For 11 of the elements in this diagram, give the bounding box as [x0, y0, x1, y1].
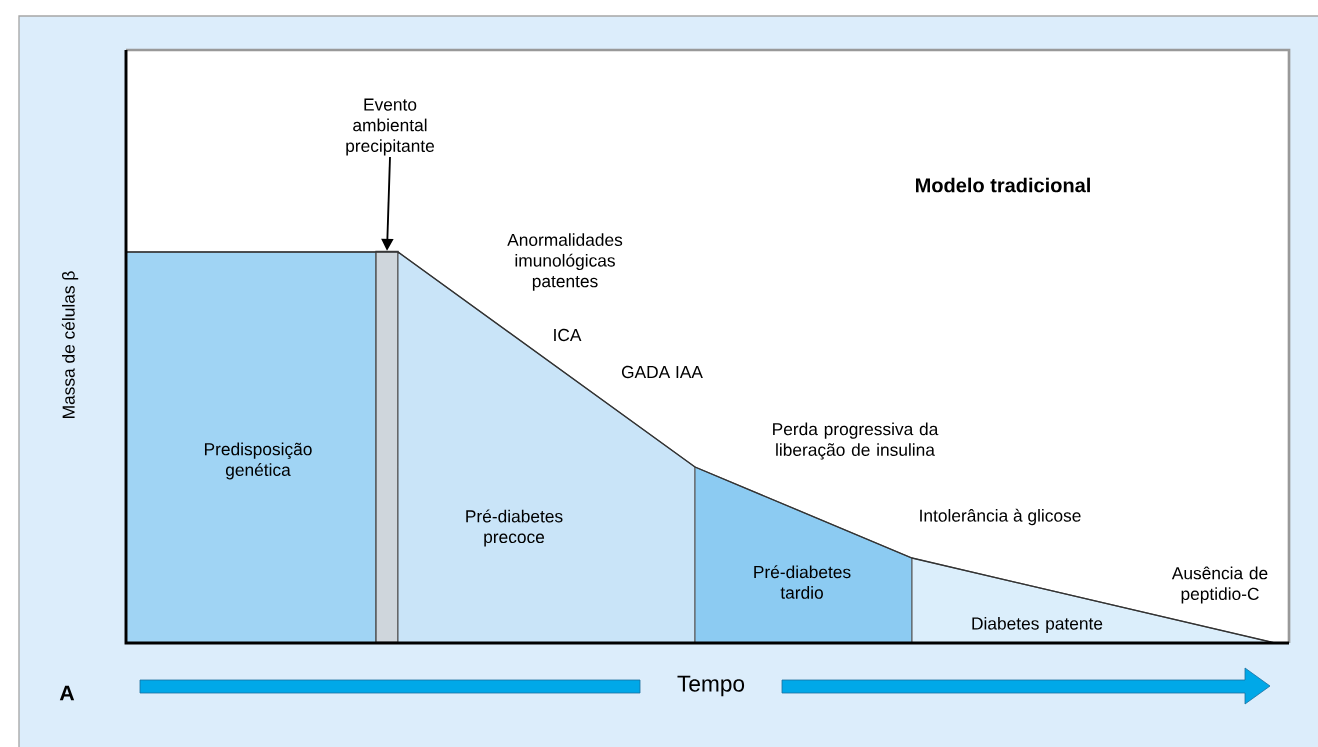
axis-label: Massa de células β	[61, 271, 79, 418]
chart-title: Modelo tradicional	[916, 177, 1090, 193]
stage-region: Pré-diabetes tardio	[694, 466, 913, 644]
axis-label: Tempo	[677, 675, 745, 697]
annotation-text: Ausência de peptidio-C	[1171, 566, 1268, 604]
annotation-text: ICA	[554, 328, 582, 342]
panel-letter: A	[59, 685, 75, 701]
stage-region: Predisposição genética	[125, 251, 377, 644]
annotation-text: Intolerância à glicose	[920, 508, 1081, 526]
event-label: Evento ambiental precipitante	[346, 98, 434, 156]
separator-bar	[375, 250, 399, 644]
